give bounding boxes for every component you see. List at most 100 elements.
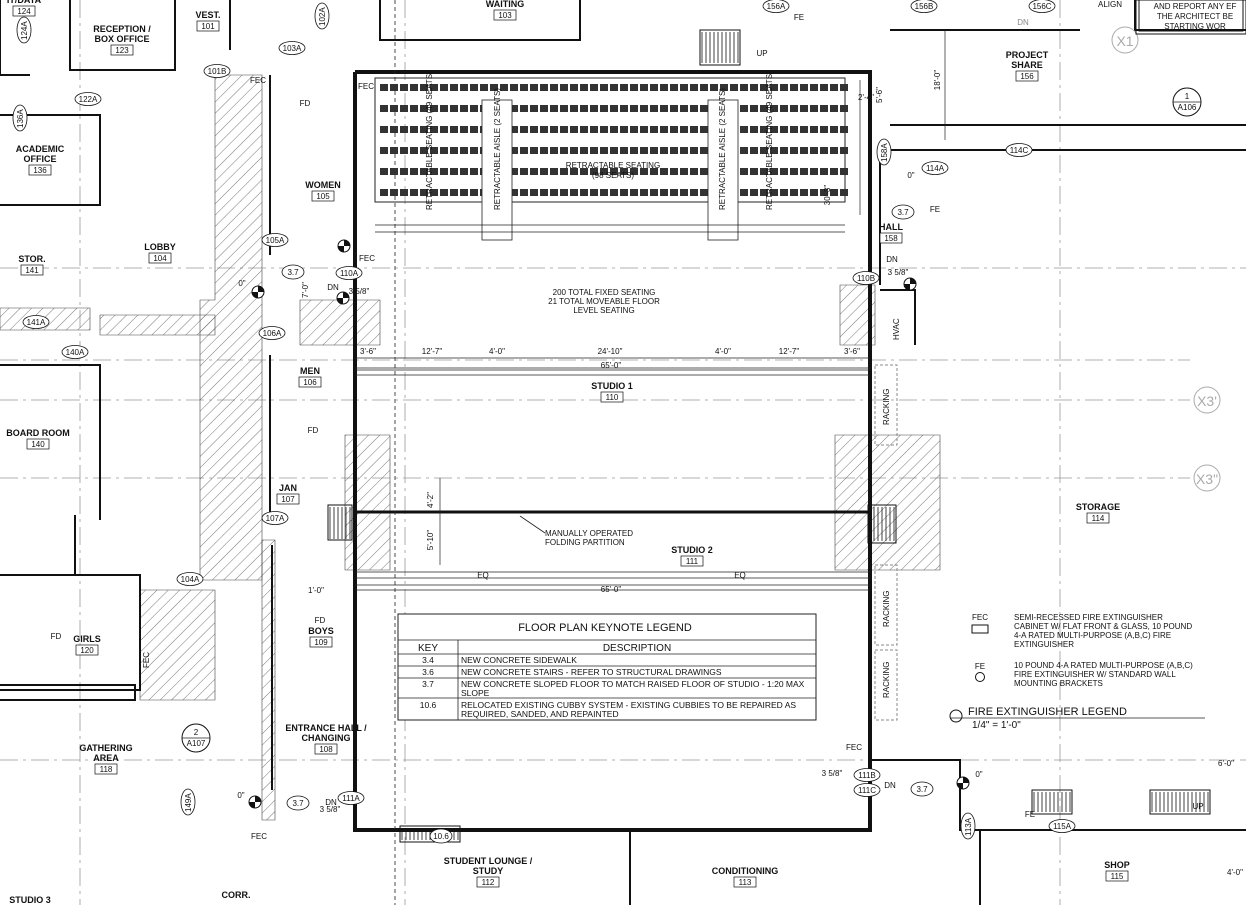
door-tag-shape: [203, 64, 231, 78]
seat-mark: [660, 189, 668, 196]
seat-mark: [750, 84, 758, 91]
partition-note-2: FOLDING PARTITION: [545, 538, 625, 547]
door-tag-shape: [876, 138, 892, 166]
door-tag-shape: [261, 511, 289, 525]
room-number: 104: [153, 254, 167, 263]
keynote-legend: [397, 613, 817, 721]
seat-mark: [760, 189, 768, 196]
door-tag: 136A: [16, 109, 25, 128]
seat-mark: [570, 105, 578, 112]
up-label-2: UP: [1192, 802, 1203, 811]
room-name: LOBBY: [144, 242, 176, 252]
seat-mark: [440, 168, 448, 175]
seat-mark: [610, 147, 618, 154]
dn-label-3: DN: [884, 781, 896, 790]
seat-mark: [800, 84, 808, 91]
seat-mark: [520, 168, 528, 175]
seat-mark: [680, 189, 688, 196]
seating-total-2: 21 TOTAL MOVEABLE FLOOR: [548, 297, 660, 306]
fec-label-5: FEC: [251, 832, 267, 841]
seat-mark: [680, 126, 688, 133]
fe-label-2: FE: [794, 13, 804, 22]
seat-mark: [600, 147, 608, 154]
seat-mark: [530, 105, 538, 112]
seat-mark: [460, 189, 468, 196]
seat-mark: [510, 126, 518, 133]
seat-mark: [420, 105, 428, 112]
seat-mark: [810, 168, 818, 175]
room-name: STORAGE: [1076, 502, 1120, 512]
seat-mark: [830, 105, 838, 112]
seat-mark: [510, 105, 518, 112]
seat-mark: [550, 147, 558, 154]
seat-mark: [590, 147, 598, 154]
seat-mark: [560, 84, 568, 91]
seat-mark: [380, 126, 388, 133]
room-name: STOR.: [18, 254, 45, 264]
seat-mark: [820, 168, 828, 175]
dim-v6: 30'-3": [823, 185, 832, 206]
seat-mark: [440, 84, 448, 91]
dim-358-4: 3 5/8": [320, 805, 341, 814]
seat-mark: [740, 105, 748, 112]
door-tag: 105A: [266, 236, 285, 245]
seat-mark: [780, 84, 788, 91]
seat-mark: [530, 189, 538, 196]
seat-mark: [540, 126, 548, 133]
keynote-row-4-key: 10.6: [420, 700, 437, 710]
seat-mark: [690, 84, 698, 91]
room-number-box: [20, 264, 44, 276]
seat-mark: [680, 84, 688, 91]
seat-mark: [830, 189, 838, 196]
keynote-row-3-key: 3.7: [422, 679, 434, 689]
seat-mark: [740, 126, 748, 133]
seat-mark: [530, 147, 538, 154]
door-tag: 102A: [318, 7, 327, 26]
seat-mark: [670, 168, 678, 175]
seating-total-1: 200 TOTAL FIXED SEATING: [553, 288, 656, 297]
room-name: STUDIO 1: [591, 381, 633, 391]
seat-mark: [580, 147, 588, 154]
fire-extinguisher-icon-fill: [249, 796, 261, 808]
seat-mark: [450, 126, 458, 133]
seat-mark: [690, 168, 698, 175]
room-name: BOYS: [308, 626, 334, 636]
seat-mark: [430, 168, 438, 175]
seat-mark: [540, 105, 548, 112]
seat-mark: [840, 105, 848, 112]
keynote-tag-shape: [281, 264, 305, 280]
room-number-box: [196, 20, 220, 32]
door-tag: 114A: [926, 164, 945, 173]
door-tag: 156B: [915, 2, 934, 11]
seat-mark: [380, 189, 388, 196]
hvac-label: HVAC: [892, 318, 901, 340]
room-number: 124: [17, 7, 31, 16]
racking-label-3: RACKING: [882, 662, 891, 698]
room-number: 108: [319, 745, 333, 754]
keynote-row-3-desc-2: SLOPE: [461, 688, 490, 698]
seat-mark: [650, 105, 658, 112]
room-number-box: [311, 190, 335, 202]
seat-mark: [760, 84, 768, 91]
seat-mark: [600, 126, 608, 133]
door-tag: 158A: [880, 143, 889, 162]
seat-mark: [670, 189, 678, 196]
fire-legend-fec-code: FEC: [972, 613, 988, 622]
seat-mark: [450, 105, 458, 112]
seat-mark: [430, 105, 438, 112]
dim-v1: 4'-2": [426, 492, 435, 508]
dim-overall: 65'-0": [601, 361, 622, 370]
door-tag-shape: [176, 572, 204, 586]
door-tag-shape: [1028, 0, 1056, 13]
dim-2: 12'-7": [422, 347, 443, 356]
seat-mark: [530, 84, 538, 91]
fire-legend-fec-desc-2: CABINET W/ FLAT FRONT & GLASS, 10 POUND: [1014, 622, 1192, 631]
seat-mark: [610, 168, 618, 175]
door-tag-shape: [22, 315, 50, 329]
fd-label-4: FD: [51, 632, 62, 641]
seat-mark: [780, 189, 788, 196]
dn-label-5: DN: [1017, 18, 1029, 27]
room-name: STUDENT LOUNGE /: [444, 856, 533, 866]
